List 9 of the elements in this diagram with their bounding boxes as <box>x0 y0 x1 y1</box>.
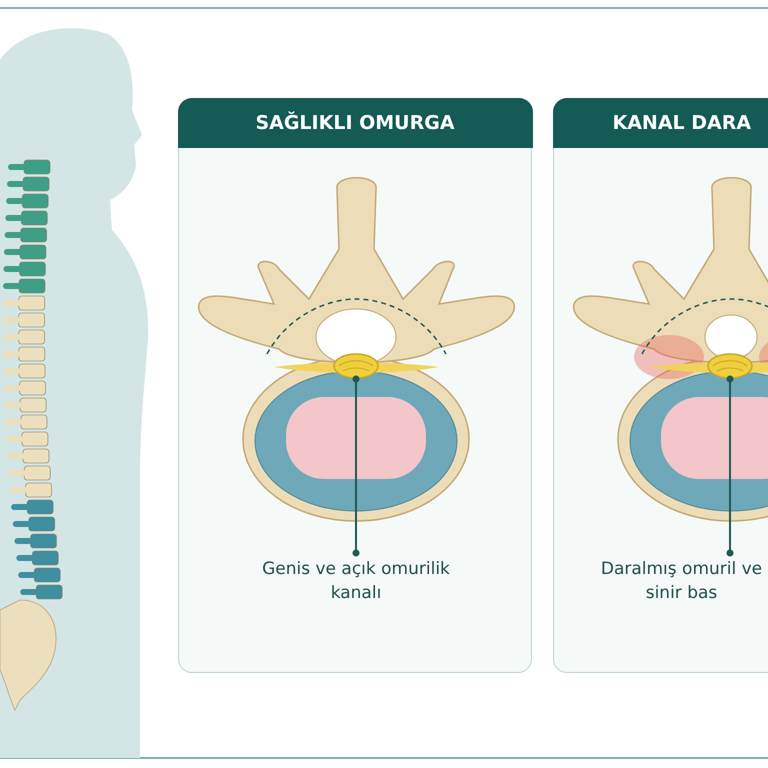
callout-text: Genis ve açık omurilik kanalı <box>256 557 456 605</box>
spinal-cord <box>333 353 379 379</box>
panel-card <box>178 98 532 673</box>
leader-line <box>726 376 734 556</box>
leader-line <box>352 376 360 556</box>
panel-heading: SAĞLIKLI OMURGA <box>178 98 532 148</box>
spinal-cord <box>707 353 753 379</box>
panel-heading: KANAL DARA <box>552 98 768 148</box>
callout-text: Daralmış omuril ve sinir bas <box>599 557 764 605</box>
